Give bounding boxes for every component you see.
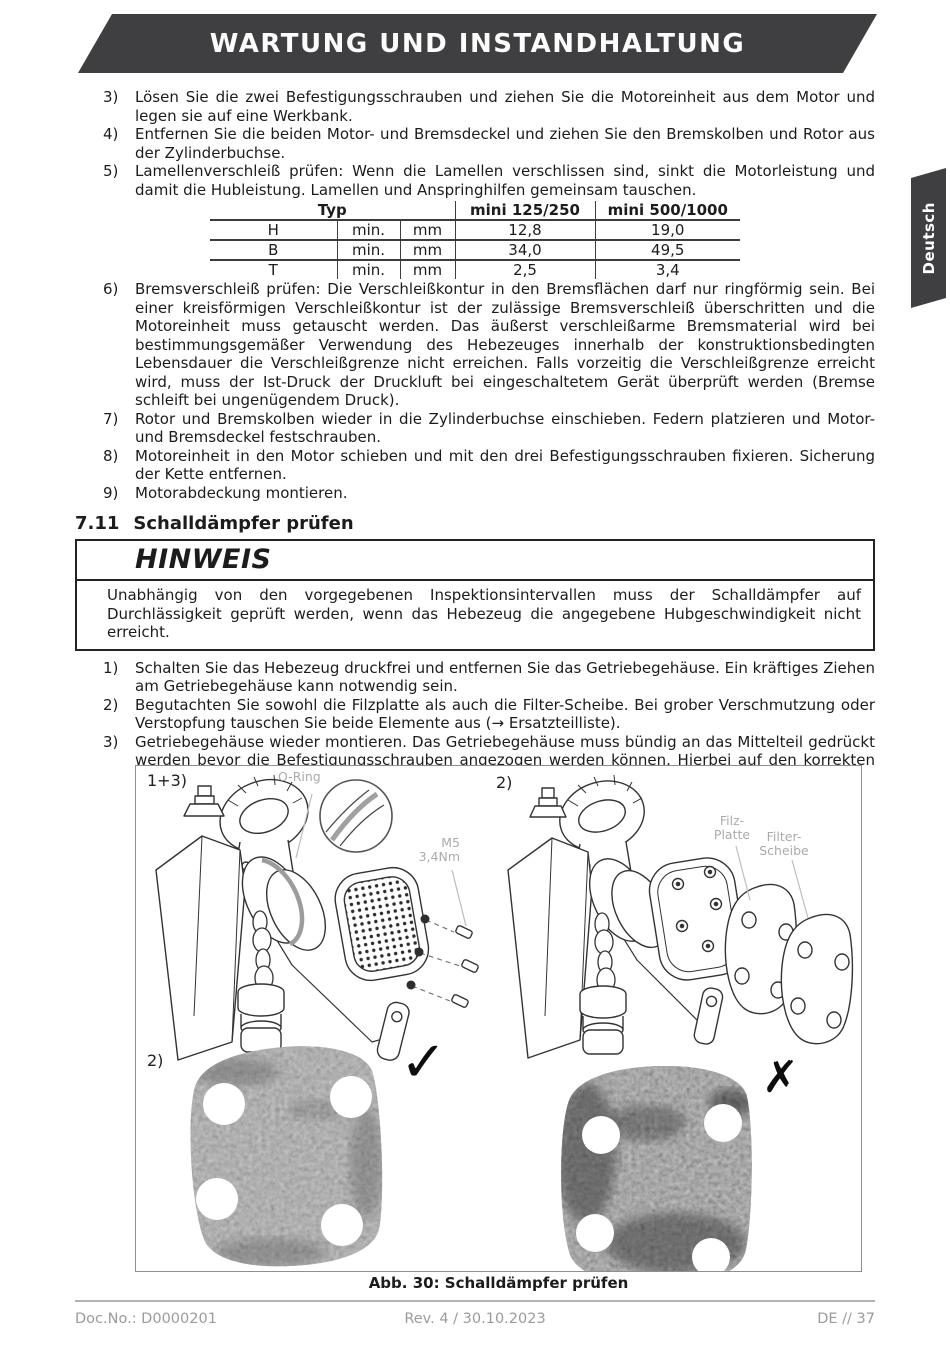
cell-min: min. [336,220,400,241]
cell-unit: mm [399,260,455,279]
screw-spec-leader-line [451,869,467,927]
footer-page-number: DE // 37 [817,1311,875,1327]
cross-icon: ✗ [762,1052,799,1103]
list-item: 6) Bremsverschleiß prüfen: Die Verschlei… [75,280,875,410]
step-text: Motoreinheit in den Motor schieben und m… [135,446,875,484]
page-content: 3) Lösen Sie die zwei Befestigungsschrau… [75,88,875,788]
step-number: 6) [103,280,119,298]
filter-leader-line [791,859,809,919]
table-header-row: Typ mini 125/250 mini 500/1000 [210,201,740,221]
step-text: Lösen Sie die zwei Befestigungsschrauben… [135,88,875,125]
step-number: 3) [103,88,119,106]
check-icon: ✓ [400,1030,447,1095]
steps-top-list: 3) Lösen Sie die zwei Befestigungsschrau… [75,88,875,199]
cell-min: min. [336,260,400,279]
step-text: Rotor und Bremskolben wieder in die Zyli… [135,409,875,447]
page-title: WARTUNG UND INSTANDHALTUNG [209,28,746,59]
list-item: 7) Rotor und Bremskolben wieder in die Z… [75,410,875,447]
notice-text: Unabhängig von den vorgegebenen Inspekti… [107,586,861,641]
cell-unit: mm [399,220,455,241]
step-number: 5) [103,162,119,180]
oring-label: O-Ring [278,769,321,784]
list-item: 4) Entfernen Sie die beiden Motor- und B… [75,125,875,162]
notice-box: HINWEIS Unabhängig von den vorgegebenen … [75,539,875,651]
cell-value-small: 2,5 [454,260,595,279]
cell-dim: H [210,220,337,241]
cell-value-large: 19,0 [594,220,740,241]
wear-limits-table: Typ mini 125/250 mini 500/1000 H min. mm… [210,201,740,279]
language-tab-label: Deutsch [919,201,938,275]
step-text: Begutachten Sie sowohl die Filzplatte al… [135,695,875,733]
cell-value-small: 12,8 [454,220,595,241]
figure-caption: Abb. 30: Schalldämpfer prüfen [368,1274,629,1292]
footer-doc-number: Doc.No.: D0000201 [75,1311,217,1327]
language-tab-deutsch: Deutsch [911,168,946,308]
filter-disc-label: Filter- Scheibe [759,829,809,858]
exploded-view-drawing [155,774,854,1271]
cell-value-large: 49,5 [594,240,740,261]
felt-plate-photo-good [187,1044,386,1269]
column-header-mini-500-1000: mini 500/1000 [594,201,740,221]
column-header-mini-125-250: mini 125/250 [454,201,595,221]
felt-plate-label: Filz- Platte [713,813,751,842]
hoist-drawing-left [155,774,479,1061]
oring-leader-line [295,793,313,859]
footer-revision: Rev. 4 / 30.10.2023 [404,1311,546,1327]
list-item: 3) Lösen Sie die zwei Befestigungsschrau… [75,88,875,125]
section-heading: 7.11 Schalldämpfer prüfen [75,513,875,535]
table-row: B min. mm 34,0 49,5 [210,240,740,261]
step-text: Bremsverschleiß prüfen: Die Verschleißko… [135,280,875,409]
step-text: Motorabdeckung montieren. [135,483,348,502]
figure-label-steps-1-3: 1+3) [147,771,188,790]
step-number: 8) [103,446,119,465]
figure-label-step-2-bottom: 2) [147,1051,164,1070]
section-title: Schalldämpfer prüfen [133,513,354,534]
step-text: Entfernen Sie die beiden Motor- und Brem… [135,125,875,162]
step-number: 3) [103,732,119,751]
header-banner: WARTUNG UND INSTANDHALTUNG [78,14,877,73]
figure-label-step-2-top: 2) [496,773,513,792]
step-number: 2) [103,695,119,714]
cell-dim: T [268,261,278,279]
list-item: 2) Begutachten Sie sowohl die Filzplatte… [75,696,875,733]
cell-value-large: 3,4 [594,260,740,279]
cell-dim: B [210,240,337,261]
step-number: 1) [103,658,119,677]
list-item: 5) Lamellenverschleiß prüfen: Wenn die L… [75,162,875,199]
table-row: H min. mm 12,8 19,0 [210,220,740,241]
figure-box: 1+3) O-Ring 2) M5 3,4Nm Filz- Platte Fil… [135,765,862,1272]
steps-bottom-list: 1) Schalten Sie das Hebezeug druckfrei u… [75,659,875,789]
section-number: 7.11 [75,513,120,534]
cell-unit: mm [399,240,455,261]
list-item: 9) Motorabdeckung montieren. [75,484,875,503]
list-item: 1) Schalten Sie das Hebezeug druckfrei u… [75,659,875,696]
page-footer: Doc.No.: D0000201 Rev. 4 / 30.10.2023 DE… [75,1300,875,1327]
step-number: 9) [103,483,119,502]
notice-title: HINWEIS [77,541,873,581]
cell-min: min. [336,240,400,261]
list-item: 8) Motoreinheit in den Motor schieben un… [75,447,875,484]
hoist-drawing-right [507,774,854,1059]
step-number: 4) [103,125,119,143]
cell-value-small: 34,0 [454,240,595,261]
step-text: Lamellenverschleiß prüfen: Wenn die Lame… [135,162,875,199]
step-number: 7) [103,409,119,428]
felt-plate-photo-dirty [559,1064,754,1271]
screw-spec-label: M5 3,4Nm [418,835,460,864]
steps-mid-list: 6) Bremsverschleiß prüfen: Die Verschlei… [75,280,875,502]
column-header-typ: Typ [210,201,455,221]
felt-leader-line [735,845,751,901]
table-row: T min. mm 2,5 3,4 [210,260,740,279]
step-text: Schalten Sie das Hebezeug druckfrei und … [135,658,875,696]
